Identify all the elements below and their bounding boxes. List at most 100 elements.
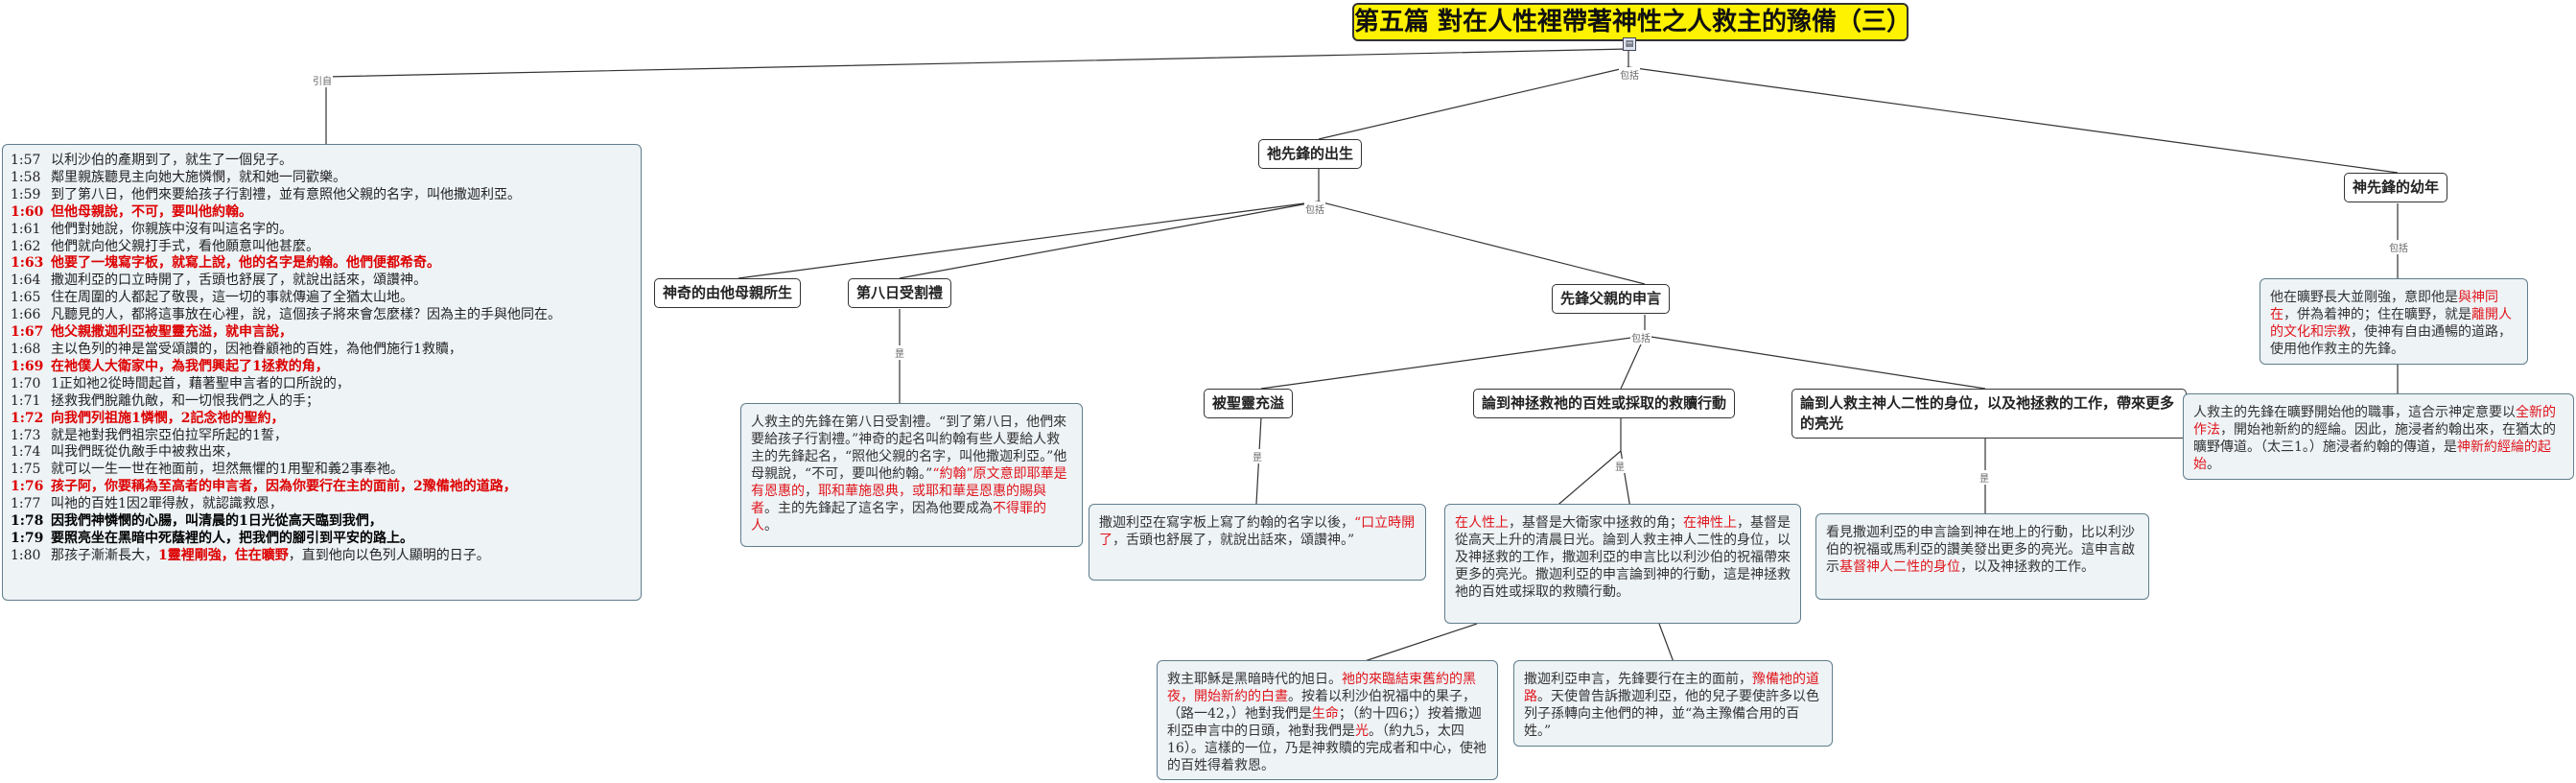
cite-label: 引自 [312, 73, 333, 87]
verse-ref: 1:73 [11, 427, 41, 443]
verse-line: 1:73 就是祂對我們祖宗亞伯拉罕所起的1誓， [11, 428, 633, 445]
map-title[interactable]: 第五篇 對在人性裡帶著神性之人救主的豫備（三） [1352, 3, 1911, 41]
verse-line: 1:58 鄰里親族聽見主向她大施憐憫，就和她一同歡樂。 [11, 170, 633, 187]
verse-ref: 1:61 [11, 221, 41, 237]
note-mercy: 在人性上，基督是大衛家中拯救的角；在神性上，基督是從高天上升的清晨日光。論到人救… [1444, 504, 1801, 624]
verse-line: 1:80 那孩子漸漸長大，1靈裡剛強，住在曠野，直到他向以色列人顯明的日子。 [11, 548, 633, 565]
verse-text: 要照亮坐在黑暗中死蔭裡的人，把我們的腳引到平安的路上。 [51, 530, 413, 546]
verse-text: 以利沙伯的產期到了，就生了一個兒子。 [51, 153, 293, 168]
verse-text: 但他母親說，不可，要叫他約翰。 [51, 203, 252, 220]
verse-line: 1:71 拯救我們脫離仇敵，和一切恨我們之人的手； [11, 393, 633, 411]
verse-line: 1:62 他們就向他父親打手式，看他願意叫他甚麼。 [11, 239, 633, 256]
verse-text: 撒迦利亞的口立時開了，舌頭也舒展了，就說出話來，頌讚神。 [51, 273, 427, 289]
verse-text: 在祂僕人大衛家中，為我們興起了1拯救的角， [51, 358, 329, 374]
contains-label-youth: 包括 [2388, 240, 2409, 254]
verse-text: 叫祂的百姓1因2罪得赦，就認識救恩， [51, 496, 283, 512]
topic-circumcision[interactable]: 第八日受割禮 [848, 278, 952, 308]
verse-line: 1:63 他要了一塊寫字板，就寫上說，他的名字是約翰。他們便都希奇。 [11, 255, 633, 273]
verse-text: 孩子阿，你要稱為至高者的申言者，因為你要行在主的面前，2豫備祂的道路， [51, 479, 517, 495]
verse-text: 鄰里親族聽見主向她大施憐憫，就和她一同歡樂。 [51, 169, 346, 185]
verse-text: 他父親撒迦利亞被聖靈充溢，就申言說， [51, 324, 293, 341]
verse-line: 1:77 叫祂的百姓1因2罪得赦，就認識救恩， [11, 496, 633, 513]
note-label-circ: 昰 [894, 345, 905, 360]
verse-line: 1:66 凡聽見的人，都將這事放在心裡，說，這個孩子將來會怎麼樣？因為主的手與他同… [11, 307, 633, 324]
verse-text: 他們就向他父親打手式，看他願意叫他甚麼。 [51, 238, 319, 254]
verse-text: 他們對她說，你親族中沒有叫這名字的。 [51, 221, 293, 237]
verse-ref: 1:77 [11, 496, 41, 512]
verse-text: 他要了一塊寫字板，就寫上說，他的名字是約翰。他們便都希奇。 [51, 255, 440, 272]
note-label-spirit: 昰 [1252, 449, 1263, 463]
topic-birth[interactable]: 祂先鋒的出生 [1258, 139, 1363, 169]
verse-ref: 1:65 [11, 290, 41, 306]
verse-text: 1正如祂2從時間起首，藉著聖申言者的口所說的， [51, 375, 350, 392]
verse-ref: 1:60 [11, 203, 44, 220]
verse-ref: 1:71 [11, 392, 41, 409]
verse-ref: 1:66 [11, 307, 41, 323]
verse-line: 1:57 以利沙伯的產期到了，就生了一個兒子。 [11, 153, 633, 170]
verse-ref: 1:59 [11, 186, 41, 202]
topic-dual[interactable]: 論到人救主神人二性的身位，以及祂拯救的工作，帶來更多的亮光 [1791, 389, 2187, 439]
verse-ref: 1:70 [11, 375, 41, 392]
verse-text: 就是祂對我們祖宗亞伯拉罕所起的1誓， [51, 427, 288, 443]
verse-line: 1:74 叫我們既從仇敵手中被救出來， [11, 444, 633, 462]
verse-line: 1:64 撒迦利亞的口立時開了，舌頭也舒展了，就說出話來，頌讚神。 [11, 273, 633, 290]
verse-text: 凡聽見的人，都將這事放在心裡，說，這個孩子將來會怎麼樣？因為主的手與他同在。 [51, 307, 561, 323]
verse-line: 1:67 他父親撒迦利亞被聖靈充溢，就申言說， [11, 324, 633, 342]
verse-ref: 1:74 [11, 444, 41, 461]
topic-miracle[interactable]: 神奇的由他母親所生 [654, 278, 802, 308]
verse-text: 因我們神憐憫的心腸，叫清晨的1日光從高天臨到我們， [51, 513, 383, 530]
verse-ref: 1:76 [11, 479, 44, 495]
verse-text: 就可以一生一世在祂面前，坦然無懼的1用聖和義2事奉祂。 [51, 462, 404, 478]
note-dual: 看見撒迦利亞的申言論到神在地上的行動，比以利沙伯的祝福或馬利亞的讚美發出更多的亮… [1815, 513, 2149, 600]
topic-youth[interactable]: 神先鋒的幼年 [2344, 173, 2448, 202]
verse-text-part: ，直到他向以色列人顯明的日子。 [288, 547, 490, 563]
note-youth-ministry: 人救主的先鋒在曠野開始他的職事，這合示神定意要以全新的作法，開始祂新約的經綸。因… [2183, 393, 2574, 480]
verse-line: 1:69 在祂僕人大衛家中，為我們興起了1拯救的角， [11, 359, 633, 376]
verse-text: 拯救我們脫離仇敵，和一切恨我們之人的手； [51, 392, 319, 409]
note-circumcision: 人救主的先鋒在第八日受割禮。“到了第八日，他們來要給孩子行割禮。”神奇的起名叫約… [740, 403, 1083, 547]
contains-label-birth: 包括 [1304, 202, 1325, 216]
verse-ref: 1:75 [11, 462, 41, 478]
topic-prophecy[interactable]: 先鋒父親的申言 [1552, 284, 1671, 314]
verse-ref: 1:79 [11, 530, 44, 546]
note-youth-wilderness: 他在曠野長大並剛強，意即他是與神同在，併為着神的；住在曠野，就是離開人的文化和宗… [2260, 278, 2528, 365]
verse-ref: 1:72 [11, 410, 44, 426]
verse-line: 1:72 向我們列祖施1憐憫，2記念祂的聖約， [11, 411, 633, 428]
verse-ref: 1:80 [11, 547, 41, 563]
contains-label-prophecy: 包括 [1630, 330, 1651, 344]
contains-label-root: 包括 [1619, 67, 1640, 82]
topic-spirit[interactable]: 被聖靈充溢 [1204, 389, 1294, 418]
verse-ref: 1:69 [11, 358, 44, 374]
note-label-mercy: 昰 [1614, 459, 1626, 473]
verse-line: 1:70 1正如祂2從時間起首，藉著聖申言者的口所說的， [11, 376, 633, 393]
verse-ref: 1:62 [11, 238, 41, 254]
verse-text: 到了第八日，他們來要給孩子行割禮，並有意照他父親的名字，叫他撒迦利亞。 [51, 186, 521, 202]
verse-text-part: 1靈裡剛強，住在曠野 [158, 547, 289, 563]
verses-panel: 1:57 以利沙伯的產期到了，就生了一個兒子。 1:58 鄰里親族聽見主向她大施憐憫，… [2, 144, 642, 601]
verse-ref: 1:63 [11, 255, 44, 272]
verse-ref: 1:58 [11, 169, 41, 185]
verse-line: 1:60 但他母親說，不可，要叫他約翰。 [11, 204, 633, 222]
verse-ref: 1:67 [11, 324, 44, 341]
verse-line: 1:59 到了第八日，他們來要給孩子行割禮，並有意照他父親的名字，叫他撒迦利亞。 [11, 187, 633, 204]
verse-line: 1:68 主以色列的神是當受頌讚的，因祂眷顧祂的百姓，為他們施行1救贖， [11, 342, 633, 359]
verse-ref: 1:68 [11, 341, 41, 357]
note-spirit: 撒迦利亞在寫字板上寫了約翰的名字以後，“口立時開了，舌頭也舒展了，就說出話來，頌… [1089, 504, 1426, 581]
verse-text: 叫我們既從仇敵手中被救出來， [51, 444, 239, 461]
verse-ref: 1:64 [11, 273, 41, 289]
verse-line: 1:76 孩子阿，你要稱為至高者的申言者，因為你要行在主的面前，2豫備祂的道路， [11, 479, 633, 496]
verse-line: 1:75 就可以一生一世在祂面前，坦然無懼的1用聖和義2事奉祂。 [11, 462, 633, 479]
note-prepare: 撒迦利亞申言，先鋒要行在主的面前，豫備祂的道路。天使曾告訴撒迦利亞，他的兒子要使… [1513, 660, 1833, 747]
note-icon[interactable]: ▤ [1623, 37, 1636, 51]
verse-ref: 1:78 [11, 513, 44, 530]
verse-line: 1:78 因我們神憐憫的心腸，叫清晨的1日光從高天臨到我們， [11, 513, 633, 531]
verse-text: 向我們列祖施1憐憫，2記念祂的聖約， [51, 410, 285, 426]
verse-text: 主以色列的神是當受頌讚的，因祂眷顧祂的百姓，為他們施行1救贖， [51, 341, 462, 357]
note-label-dual: 昰 [1979, 470, 1990, 485]
topic-mercy[interactable]: 論到神拯救祂的百姓或採取的救贖行動 [1473, 389, 1736, 418]
verse-line: 1:79 要照亮坐在黑暗中死蔭裡的人，把我們的腳引到平安的路上。 [11, 531, 633, 548]
verse-text-part: 那孩子漸漸長大， [51, 547, 158, 563]
verse-ref: 1:57 [11, 153, 41, 168]
note-savior: 救主耶穌是黑暗時代的旭日。祂的來臨結束舊約的黑夜，開始新約的白晝。按着以利沙伯祝… [1157, 660, 1498, 780]
